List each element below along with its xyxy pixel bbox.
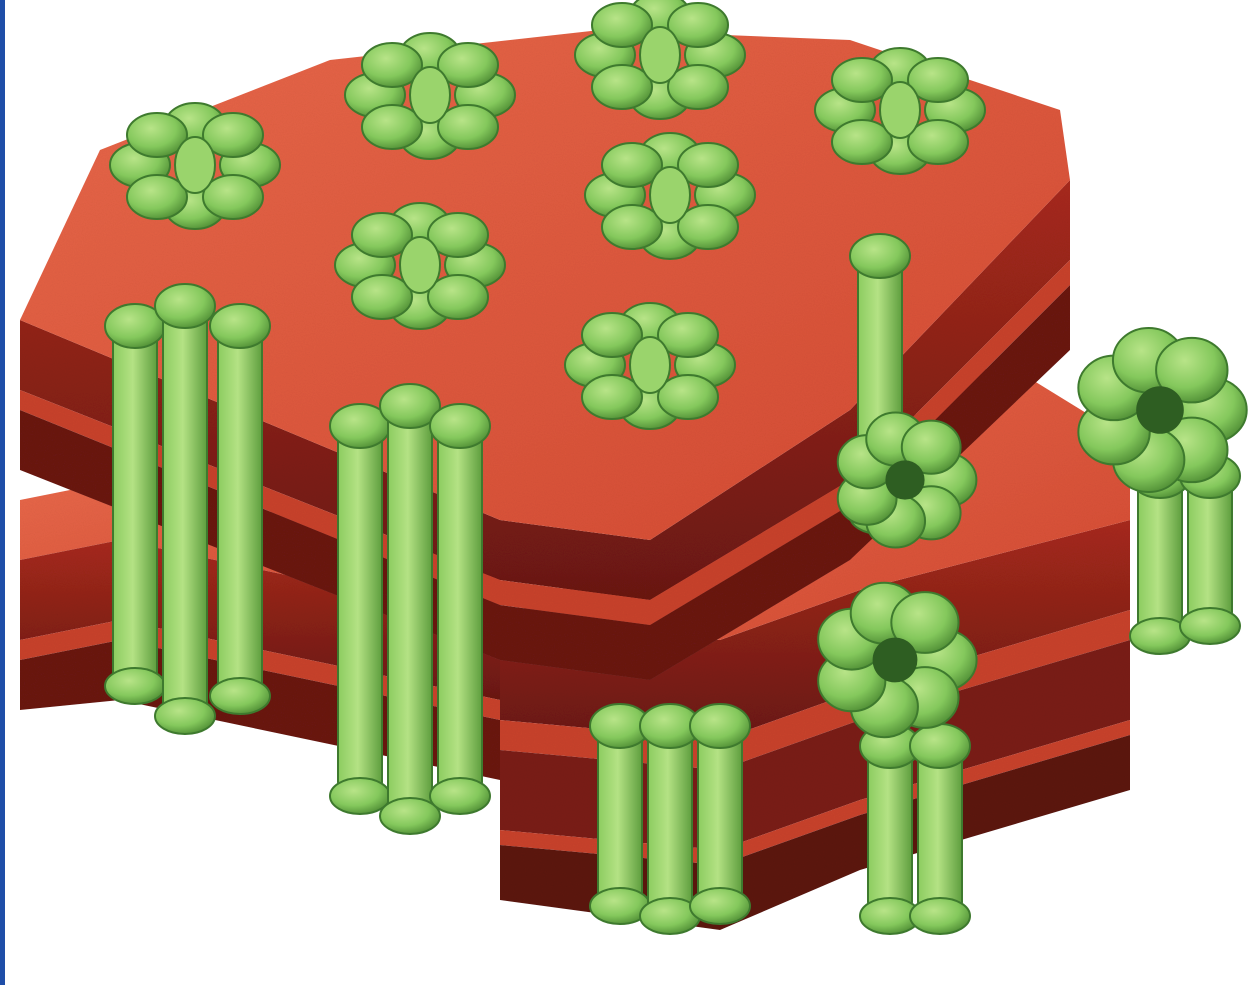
transmembrane-rod xyxy=(590,704,650,924)
transmembrane-rod xyxy=(330,404,390,814)
surface-protein-cluster xyxy=(345,33,515,159)
protein-lobe xyxy=(880,82,920,138)
protein-lobe xyxy=(650,167,690,223)
surface-protein-cluster xyxy=(110,103,280,229)
surface-protein-cluster xyxy=(575,0,745,119)
transmembrane-rod xyxy=(380,384,440,834)
protein-lobe xyxy=(400,237,440,293)
protein-lobe xyxy=(410,67,450,123)
surface-protein-cluster xyxy=(335,203,505,329)
transmembrane-rod xyxy=(210,304,270,714)
transmembrane-rod xyxy=(690,704,750,924)
transmembrane-rod xyxy=(860,724,920,934)
surface-protein-cluster xyxy=(565,303,735,429)
transmembrane-rod xyxy=(430,404,490,814)
surface-protein-cluster xyxy=(815,48,985,174)
protein-lobe xyxy=(640,27,680,83)
protein-lobe xyxy=(175,137,215,193)
surface-protein-cluster xyxy=(585,133,755,259)
transmembrane-rod xyxy=(910,724,970,934)
transmembrane-rod xyxy=(105,304,165,704)
transmembrane-rod xyxy=(155,284,215,734)
protein-lobe xyxy=(630,337,670,393)
